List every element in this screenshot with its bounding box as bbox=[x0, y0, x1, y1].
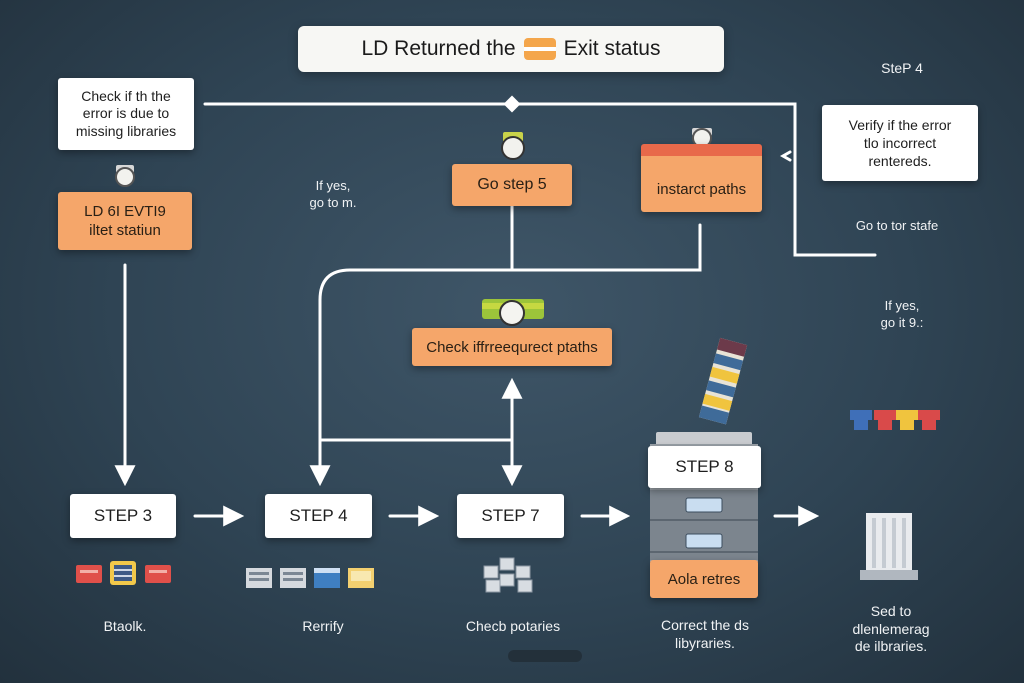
title-banner: LD Returned the Exit status bbox=[298, 26, 724, 72]
if-yes-right-label: If yes, go it 9.: bbox=[880, 298, 924, 330]
bottom-label-2: Rerrify bbox=[302, 618, 344, 634]
bottom-label-3: Checb potaries bbox=[465, 618, 561, 634]
bottom-label-4: Correct the ds libyraries. bbox=[661, 617, 749, 651]
ld-status-box: LD 6I EVTI9 iltet statiun bbox=[58, 192, 192, 250]
go-step5-box: Go step 5 bbox=[452, 164, 572, 206]
check-paths-box: Check iffrreequrect ptaths bbox=[412, 328, 612, 366]
title-text-left: LD Returned the bbox=[361, 37, 516, 60]
go-to-state-label: Go to tor stafe bbox=[855, 218, 939, 233]
bulb-icon bbox=[501, 132, 525, 160]
aola-retres-box: Aola retres bbox=[650, 560, 758, 598]
step4-top-label: SteP 4 bbox=[881, 60, 923, 76]
check-error-note: Check if th the error is due to missing … bbox=[58, 78, 194, 150]
step-8-box: STEP 8 bbox=[648, 446, 761, 488]
bottom-label-5: Sed to dlenlemerag de ilbraries. bbox=[852, 603, 930, 654]
if-yes-left-label: If yes, go to m. bbox=[309, 178, 357, 210]
title-text-right: Exit status bbox=[563, 37, 661, 60]
step-4-box: STEP 4 bbox=[265, 494, 372, 538]
step-7-box: STEP 7 bbox=[457, 494, 564, 538]
exit-code-icon bbox=[523, 38, 556, 60]
instarct-paths-box: instarct paths bbox=[641, 144, 762, 212]
bottom-label-1: Btaolk. bbox=[103, 618, 147, 634]
step-3-box: STEP 3 bbox=[70, 494, 176, 538]
verify-error-box: Verify if the error tlo incorrect renter… bbox=[822, 105, 978, 181]
